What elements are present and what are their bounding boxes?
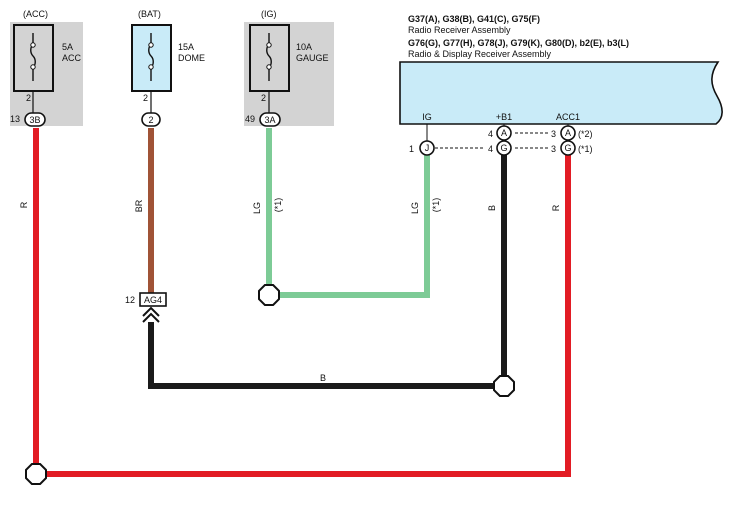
wire-label-green-left: LG: [252, 202, 262, 214]
pin-a1: [496, 125, 512, 141]
ground-num: 12: [125, 295, 135, 305]
wire-red: [33, 128, 571, 477]
pin-g2: [560, 140, 576, 156]
pin-g1-label: G: [500, 143, 507, 153]
pin-a2-note: (*2): [578, 129, 593, 139]
fuse-bat-group: (BAT): [138, 9, 161, 19]
junction-red: [25, 463, 47, 485]
fuse-bat-pin: 2: [143, 93, 148, 103]
pin-j: [419, 140, 435, 156]
receiver-line1: G37(A), G38(B), G41(C), G75(F): [408, 14, 540, 24]
wire-label-green-right: LG: [410, 202, 420, 214]
terminal-acc1-label: ACC1: [556, 112, 580, 122]
ground-connector: 12 AG4: [125, 292, 167, 323]
pin-g2-label: G: [564, 143, 571, 153]
pin-a1-num: 4: [488, 129, 493, 139]
wire-label-red-right: R: [551, 204, 561, 211]
fuse-acc-panel: [10, 22, 83, 126]
wire-label-black-horiz: B: [320, 373, 326, 383]
ground-chevron-icon: [142, 306, 160, 323]
receiver-line2: Radio Receiver Assembly: [408, 25, 511, 35]
fuse-bat-connector: [141, 112, 161, 127]
fuse-ig-pin: 2: [261, 93, 266, 103]
fuse-ig-amp: 10A: [296, 42, 312, 52]
receiver-box: [399, 61, 723, 125]
fuse-acc-group: (ACC): [23, 9, 48, 19]
fuse-ig-conn: 3A: [264, 115, 275, 125]
receiver-line3: G76(G), G77(H), G78(J), G79(K), G80(D), …: [408, 38, 629, 48]
fuse-ig-group: (IG): [261, 9, 277, 19]
fuse-ig-name: GAUGE: [296, 53, 329, 63]
terminal-ig-label: IG: [422, 112, 432, 122]
fuse-bat-name: DOME: [178, 53, 205, 63]
fuse-acc-conn: 3B: [29, 115, 40, 125]
wire-green: [266, 128, 430, 298]
receiver-line4: Radio & Display Receiver Assembly: [408, 49, 552, 59]
ground-box: [139, 292, 167, 307]
pin-a2-label: A: [565, 128, 571, 138]
pin-a1-label: A: [501, 128, 507, 138]
fuse-bat-conn: 2: [148, 115, 153, 125]
pin-j-label: J: [425, 143, 430, 153]
fuse-ig-conn-num: 49: [245, 114, 255, 124]
wires: [33, 128, 571, 477]
pin-a2-num: 3: [551, 129, 556, 139]
wire-label-green-left-note: (*1): [273, 198, 283, 213]
fuse-acc-pin: 2: [26, 93, 31, 103]
pin-g1: [496, 140, 512, 156]
wire-black: [148, 155, 507, 389]
receiver-pins: 1 J 4 A 4 G 3 A (*2) 3 G (*1): [409, 125, 593, 156]
fuse-acc-amp: 5A: [62, 42, 73, 52]
pin-j-num: 1: [409, 144, 414, 154]
pin-a2: [560, 125, 576, 141]
pin-g2-note: (*1): [578, 144, 593, 154]
ground-label: AG4: [144, 295, 162, 305]
fuse-bat: (BAT) 15A DOME 2 2: [131, 9, 205, 127]
wire-labels: R BR LG (*1) LG (*1) B R B: [19, 198, 561, 383]
fuse-bat-amp: 15A: [178, 42, 194, 52]
receiver-assembly: G37(A), G38(B), G41(C), G75(F) Radio Rec…: [399, 14, 723, 149]
junction-black: [493, 375, 515, 397]
pin-g2-num: 3: [551, 144, 556, 154]
junctions: [25, 284, 515, 485]
fuse-ig-connector: [259, 112, 281, 127]
pin-g1-num: 4: [488, 144, 493, 154]
fuse-ig: (IG) 10A GAUGE 2 49 3A: [244, 9, 334, 127]
fuse-acc: (ACC) 5A ACC 2 13 3B: [10, 9, 83, 127]
fuse-acc-conn-num: 13: [10, 114, 20, 124]
wire-label-brown: BR: [134, 199, 144, 212]
fuse-acc-name: ACC: [62, 53, 82, 63]
terminal-b1-label: +B1: [496, 112, 512, 122]
fuse-acc-connector: [24, 112, 46, 127]
junction-green: [258, 284, 280, 306]
wire-label-black-vert: B: [487, 205, 497, 211]
wire-label-red-left: R: [19, 201, 29, 208]
wire-label-green-right-note: (*1): [431, 198, 441, 213]
